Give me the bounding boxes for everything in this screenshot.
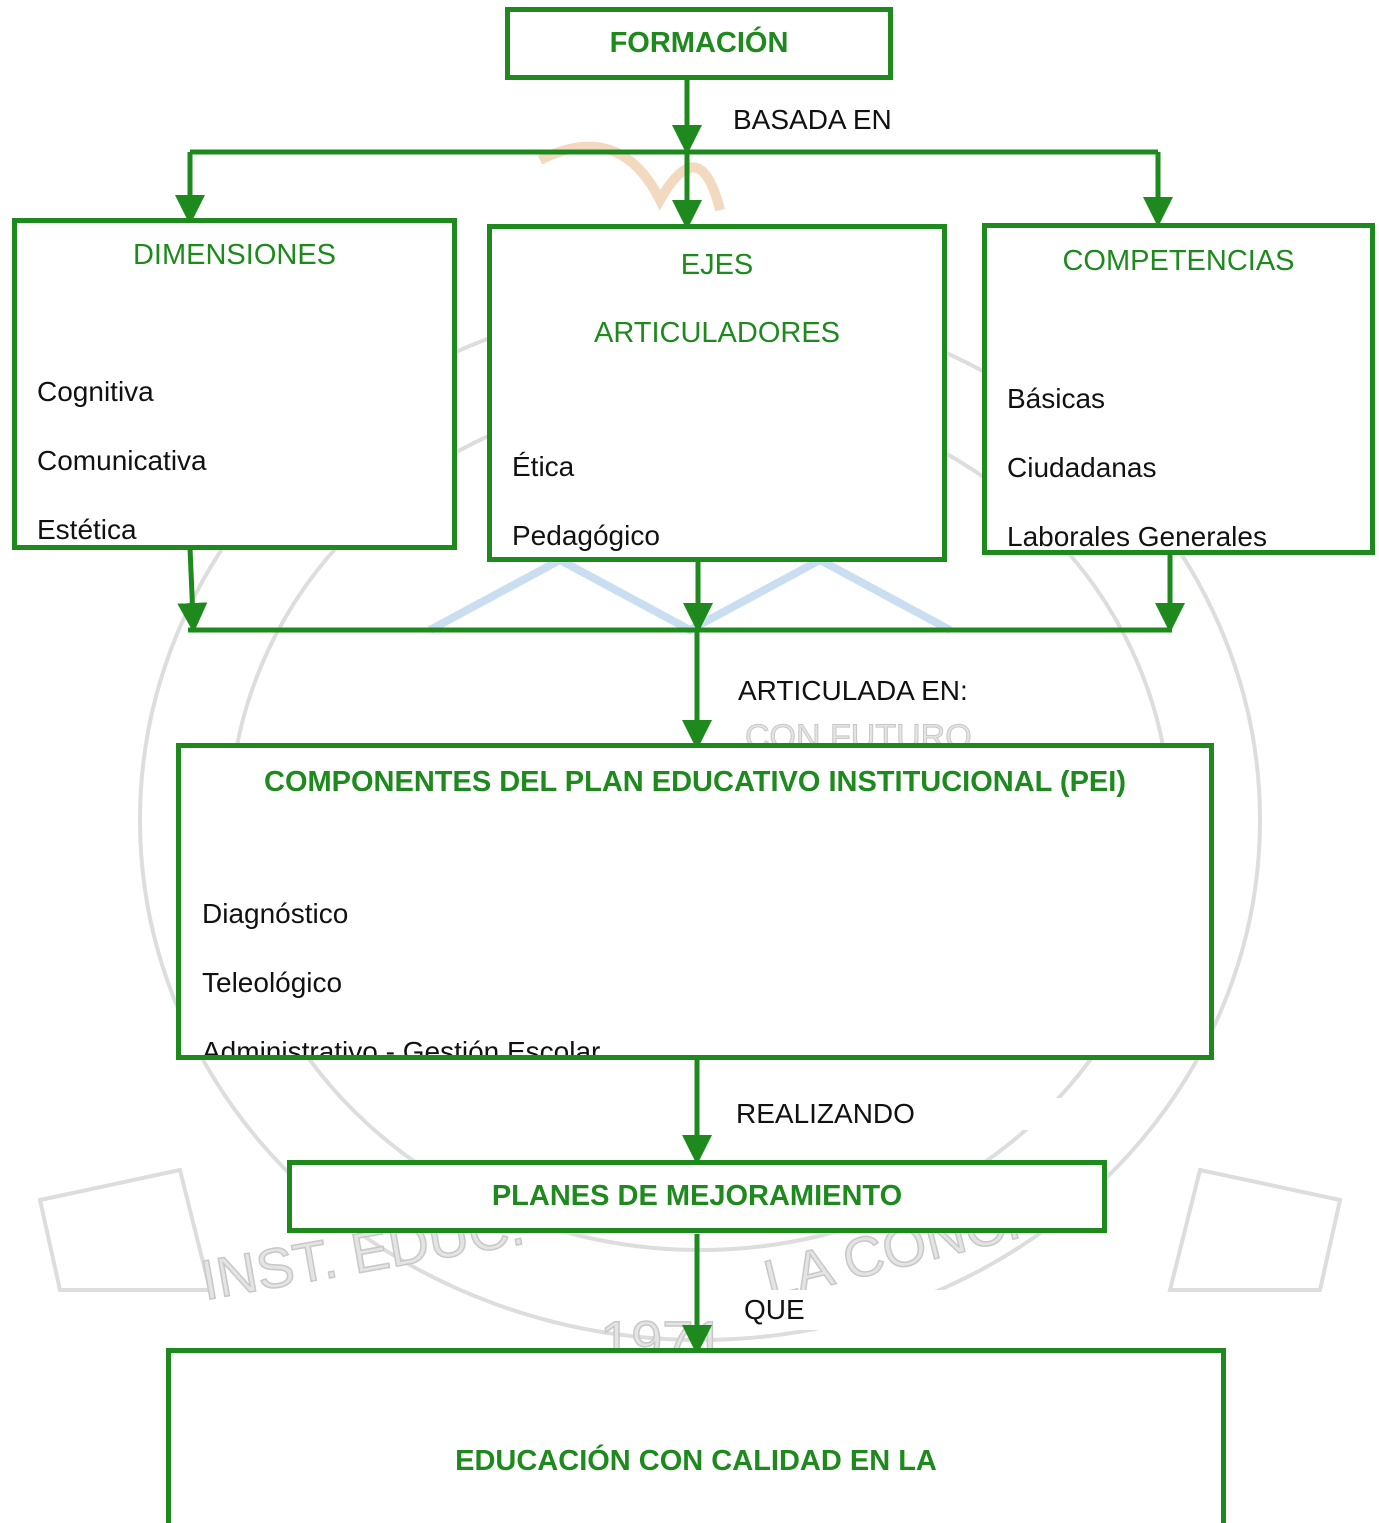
competencias-item: Básicas — [1007, 383, 1106, 414]
dimensiones-title: DIMENSIONES — [132, 239, 337, 271]
competencias-box: COMPETENCIAS Básicas Ciudadanas Laborale… — [982, 223, 1375, 555]
competencias-item: Ciudadanas — [1007, 452, 1157, 483]
dimensiones-item: Estética — [37, 514, 137, 545]
dimensiones-box: DIMENSIONES Cognitiva Comunicativa Estét… — [12, 218, 457, 550]
ejes-item: Pedagógico — [512, 520, 660, 551]
arrow-from-dimensiones — [177, 547, 208, 633]
ejes-title-line1: EJES — [680, 249, 754, 281]
label-basada-en: BASADA EN — [733, 104, 892, 135]
componentes-box: COMPONENTES DEL PLAN EDUCATIVO INSTITUCI… — [176, 743, 1214, 1060]
educacion-title: EDUCACIÓN CON CALIDAD EN LA — [455, 1445, 937, 1477]
componentes-item: Diagnóstico — [202, 898, 349, 929]
planes-box: PLANES DE MEJORAMIENTO — [287, 1160, 1107, 1233]
label-realizando: REALIZANDO — [718, 1098, 1065, 1130]
ejes-item: Ética — [512, 451, 575, 482]
planes-title: PLANES DE MEJORAMIENTO — [491, 1180, 903, 1212]
componentes-title: COMPONENTES DEL PLAN EDUCATIVO INSTITUCI… — [264, 766, 1126, 798]
ejes-box: EJES ARTICULADORES Ética Pedagógico — [487, 224, 947, 562]
componentes-item: Teleológico — [202, 967, 343, 998]
ejes-title-line2: ARTICULADORES — [593, 317, 841, 349]
label-articulada-en: ARTICULADA EN: — [720, 675, 998, 707]
formacion-box: FORMACIÓN — [505, 7, 893, 80]
competencias-item: Laborales Generales — [1007, 521, 1267, 552]
competencias-title: COMPETENCIAS — [1062, 245, 1295, 277]
componentes-item: Administrativo - Gestión Escolar — [202, 1036, 601, 1060]
dimensiones-item: Comunicativa — [37, 445, 207, 476]
formacion-title: FORMACIÓN — [609, 27, 789, 59]
educacion-box: EDUCACIÓN CON CALIDAD EN LA — [166, 1348, 1226, 1523]
dimensiones-item: Cognitiva — [37, 376, 154, 407]
label-que: QUE — [720, 1290, 965, 1330]
